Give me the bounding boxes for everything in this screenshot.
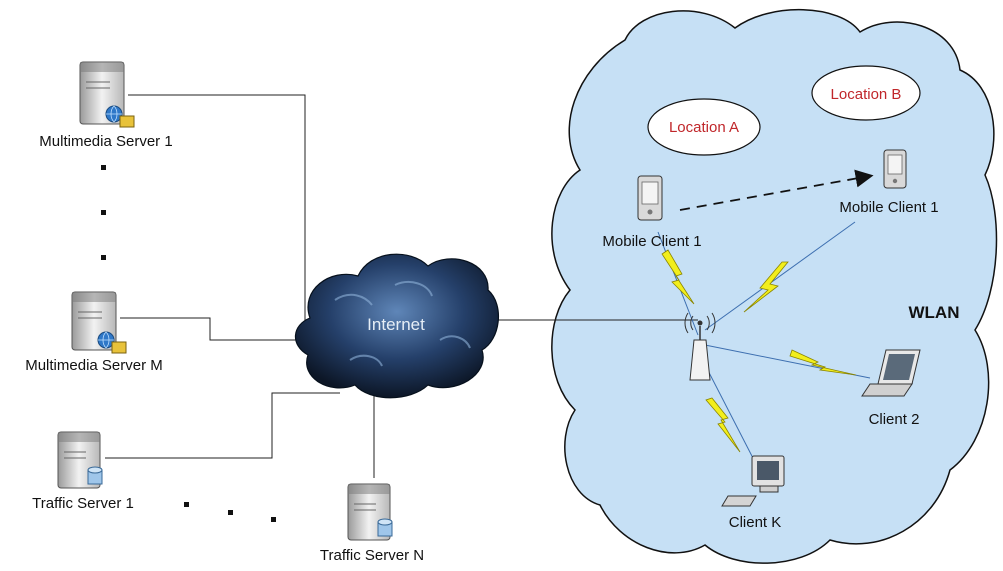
client-2-label: Client 2: [869, 411, 920, 428]
traffic-server-1: Traffic Server 1: [32, 431, 134, 512]
lightning-icon: [661, 249, 695, 305]
database-icon: [87, 466, 103, 485]
mobile-client-1-location-a: Mobile Client 1: [602, 175, 702, 250]
lightning-icon: [705, 397, 741, 453]
multimedia-server-1-label: Multimedia Server 1: [39, 133, 172, 150]
wlan-label: WLAN: [909, 303, 960, 322]
movement-arrow: [679, 169, 874, 211]
internet-cloud: Internet: [294, 253, 500, 399]
location-b-label: Location B: [831, 86, 902, 103]
internet-label: Internet: [367, 315, 425, 334]
link-traffic-server-1: [105, 392, 340, 459]
link-multimedia-server-1: [128, 94, 306, 330]
location-a-bubble: Location A: [647, 98, 761, 156]
globe-icon: [105, 105, 123, 123]
lightning-icon: [743, 261, 789, 313]
pda-icon: [883, 149, 907, 189]
client-2: Client 2: [861, 349, 921, 428]
link-multimedia-server-m: [120, 317, 305, 341]
vertical-ellipsis: [101, 165, 106, 260]
multimedia-server-1: Multimedia Server 1: [39, 61, 173, 150]
horizontal-ellipsis: [184, 502, 276, 522]
lightning-bolts: [661, 249, 857, 453]
lightning-icon: [789, 349, 857, 376]
folder-icon: [119, 115, 135, 128]
location-a-label: Location A: [669, 119, 739, 136]
client-k-label: Client K: [729, 514, 782, 531]
multimedia-server-m: Multimedia Server M: [25, 291, 163, 374]
database-icon: [377, 518, 393, 537]
client-k: Client K: [721, 455, 785, 531]
traffic-server-n-label: Traffic Server N: [320, 547, 424, 564]
access-point-icon: [684, 312, 716, 381]
multimedia-server-m-label: Multimedia Server M: [25, 357, 163, 374]
mobile-client-1-location-b: Mobile Client 1: [839, 149, 939, 216]
laptop-icon: [861, 349, 921, 397]
traffic-server-n: Traffic Server N: [320, 483, 424, 564]
wired-links: [105, 94, 698, 478]
location-b-bubble: Location B: [811, 65, 921, 121]
folder-icon: [111, 341, 127, 354]
globe-icon: [97, 331, 115, 349]
pda-icon: [637, 175, 663, 221]
mobile-client-1-a-label: Mobile Client 1: [602, 233, 701, 250]
access-point: [684, 312, 716, 381]
desktop-computer-icon: [721, 455, 785, 507]
traffic-server-1-label: Traffic Server 1: [32, 495, 134, 512]
mobile-client-1-b-label: Mobile Client 1: [839, 199, 938, 216]
